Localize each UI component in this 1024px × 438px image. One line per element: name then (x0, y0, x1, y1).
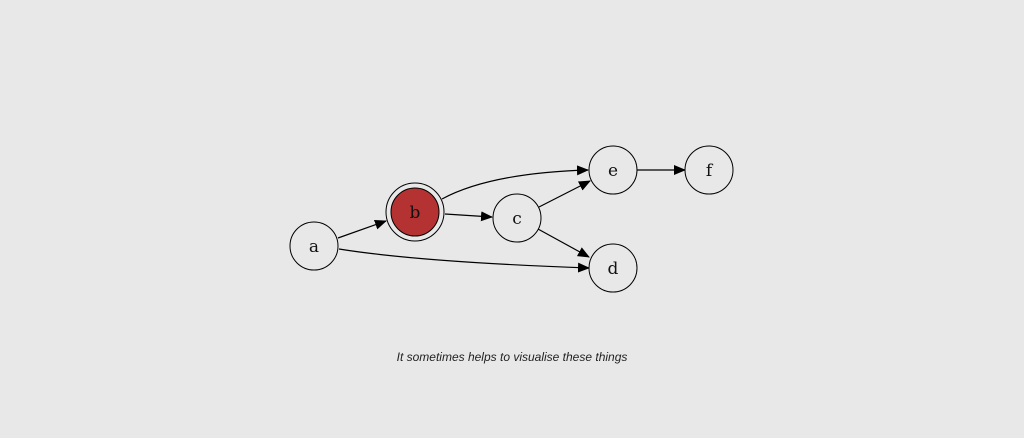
node-d-label: d (608, 259, 619, 279)
diagram-caption: It sometimes helps to visualise these th… (396, 350, 628, 364)
node-f: f (684, 145, 734, 195)
node-c-label: c (512, 209, 522, 229)
node-e: e (588, 145, 638, 195)
edge-a-b (337, 219, 387, 239)
node-a: a (289, 221, 339, 271)
edge-b-c (444, 211, 493, 222)
edge-a-d (338, 248, 590, 273)
node-f-label: f (706, 161, 714, 181)
edge-c-d (537, 228, 590, 258)
edge-b-e (441, 165, 589, 200)
node-a-label: a (309, 237, 319, 257)
node-b: b (385, 182, 445, 242)
node-c: c (492, 193, 542, 243)
node-d: d (588, 243, 638, 293)
edge-c-e (538, 180, 591, 208)
node-e-label: e (608, 161, 618, 181)
node-b-label: b (410, 203, 421, 223)
